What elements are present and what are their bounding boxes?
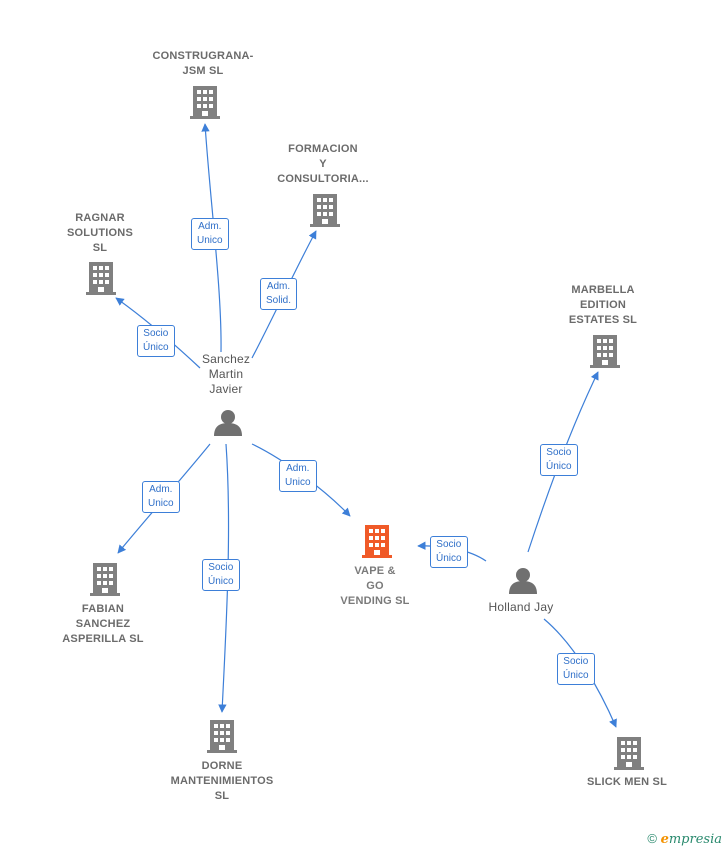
edge-label-adm-solid: Adm. Solid. xyxy=(260,278,298,310)
edge-label-socio-unico: Socio Único xyxy=(557,653,595,685)
edge-label-socio-unico: Socio Único xyxy=(430,536,468,568)
edge-label-socio-unico: Socio Único xyxy=(137,325,175,357)
brand-logo: empresia xyxy=(660,832,722,847)
edge-label-adm-unico: Adm. Unico xyxy=(142,481,180,513)
node-label-vape[interactable]: VAPE & GO VENDING SL xyxy=(340,565,410,607)
edge-label-adm-unico: Adm. Unico xyxy=(279,460,317,492)
node-label-holland[interactable]: Holland Jay xyxy=(488,600,554,614)
building-icon[interactable] xyxy=(614,737,644,770)
person-icon[interactable] xyxy=(509,568,537,594)
building-icon[interactable] xyxy=(207,720,237,753)
building-icon[interactable] xyxy=(90,563,120,596)
footer-brand[interactable]: © empresia xyxy=(647,831,722,847)
node-label-ragnar[interactable]: RAGNAR SOLUTIONS SL xyxy=(67,212,133,254)
person-icon[interactable] xyxy=(214,410,242,436)
edge-label-socio-unico: Socio Único xyxy=(202,559,240,591)
node-label-sanchez[interactable]: Sanchez Martin Javier xyxy=(201,352,251,396)
node-label-fabian[interactable]: FABIAN SANCHEZ ASPERILLA SL xyxy=(62,603,144,645)
building-icon[interactable] xyxy=(590,335,620,368)
copyright-icon: © xyxy=(647,831,657,846)
building-icon[interactable] xyxy=(190,86,220,119)
edge-label-adm-unico: Adm. Unico xyxy=(191,218,229,250)
node-label-construgrana[interactable]: CONSTRUGRANA- JSM SL xyxy=(152,50,254,77)
edge-label-socio-unico: Socio Único xyxy=(540,444,578,476)
node-label-dorne[interactable]: DORNE MANTENIMIENTOS SL xyxy=(170,760,274,802)
node-label-marbella[interactable]: MARBELLA EDITION ESTATES SL xyxy=(568,284,638,326)
building-icon-main[interactable] xyxy=(362,525,392,558)
node-label-slick[interactable]: SLICK MEN SL xyxy=(586,776,667,788)
node-label-formacion[interactable]: FORMACION Y CONSULTORIA... xyxy=(277,143,369,185)
building-icon[interactable] xyxy=(310,194,340,227)
building-icon[interactable] xyxy=(86,262,116,295)
